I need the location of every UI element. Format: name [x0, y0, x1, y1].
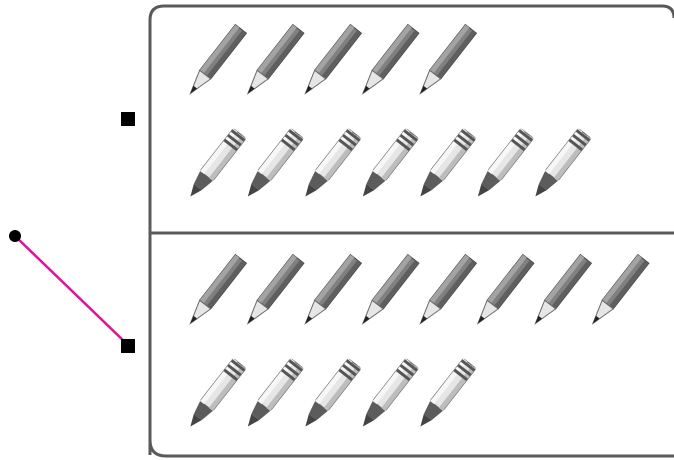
pencil-icon [414, 254, 477, 329]
crayon-icon [470, 127, 535, 203]
panel-bottom [183, 254, 650, 433]
crayon-icon [413, 357, 477, 433]
panel-frame [148, 4, 674, 455]
crayon-icon [183, 127, 247, 203]
answer-box-bottom[interactable] [121, 339, 135, 353]
match-connector-line[interactable] [14, 235, 129, 346]
panel-top [183, 24, 592, 203]
pencil-icon [184, 254, 247, 329]
crayon-icon [413, 127, 477, 203]
panel-frame-bottom [148, 439, 674, 458]
start-dot[interactable] [9, 230, 21, 242]
pencil-icon [184, 24, 247, 99]
crayon-icon [298, 127, 362, 203]
pencil-icon [586, 254, 650, 329]
pencil-icon [356, 24, 420, 99]
crayon-icon [240, 127, 305, 203]
crayon-icon [183, 357, 247, 433]
pencil-icon [471, 254, 535, 329]
answer-box-top[interactable] [121, 112, 135, 126]
pencil-icon [529, 254, 592, 329]
pencil-icon [241, 254, 305, 329]
crayon-icon [240, 357, 305, 433]
pencil-icon [299, 24, 362, 99]
pencil-icon [356, 254, 420, 329]
crayon-icon [298, 357, 362, 433]
pencil-icon [414, 24, 477, 99]
crayon-icon [355, 357, 420, 433]
pencil-icon [241, 24, 305, 99]
crayon-icon [528, 127, 592, 203]
pencil-icon [299, 254, 362, 329]
crayon-icon [355, 127, 420, 203]
